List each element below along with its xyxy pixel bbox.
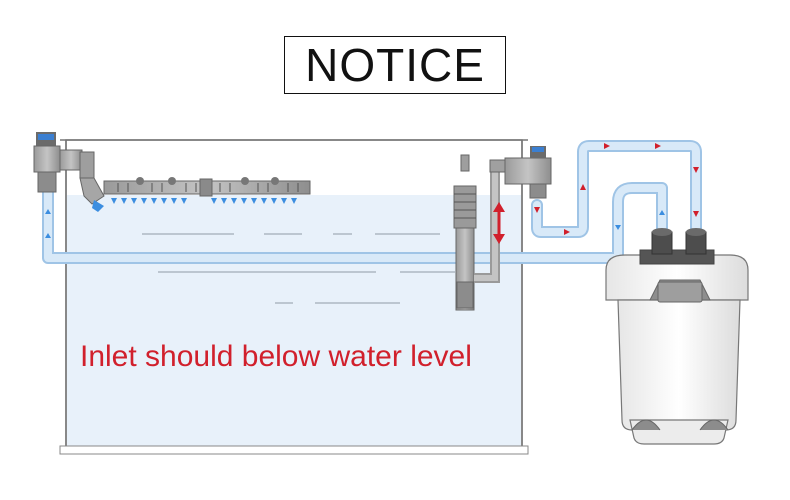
notice-title: NOTICE xyxy=(305,39,485,91)
adjust-height-arrow xyxy=(493,202,505,244)
spray-outflow-arrows xyxy=(111,198,297,204)
inlet-warning-text: Inlet should below water level xyxy=(80,340,472,373)
notice-title-box: NOTICE xyxy=(284,36,506,94)
canister-filter xyxy=(605,228,749,445)
water-ripple-lines xyxy=(142,233,455,304)
intake-tube xyxy=(453,146,552,311)
return-flow-arrows xyxy=(45,209,665,238)
spray-bar-assembly xyxy=(33,132,311,212)
intake-flow-arrows xyxy=(534,143,699,235)
